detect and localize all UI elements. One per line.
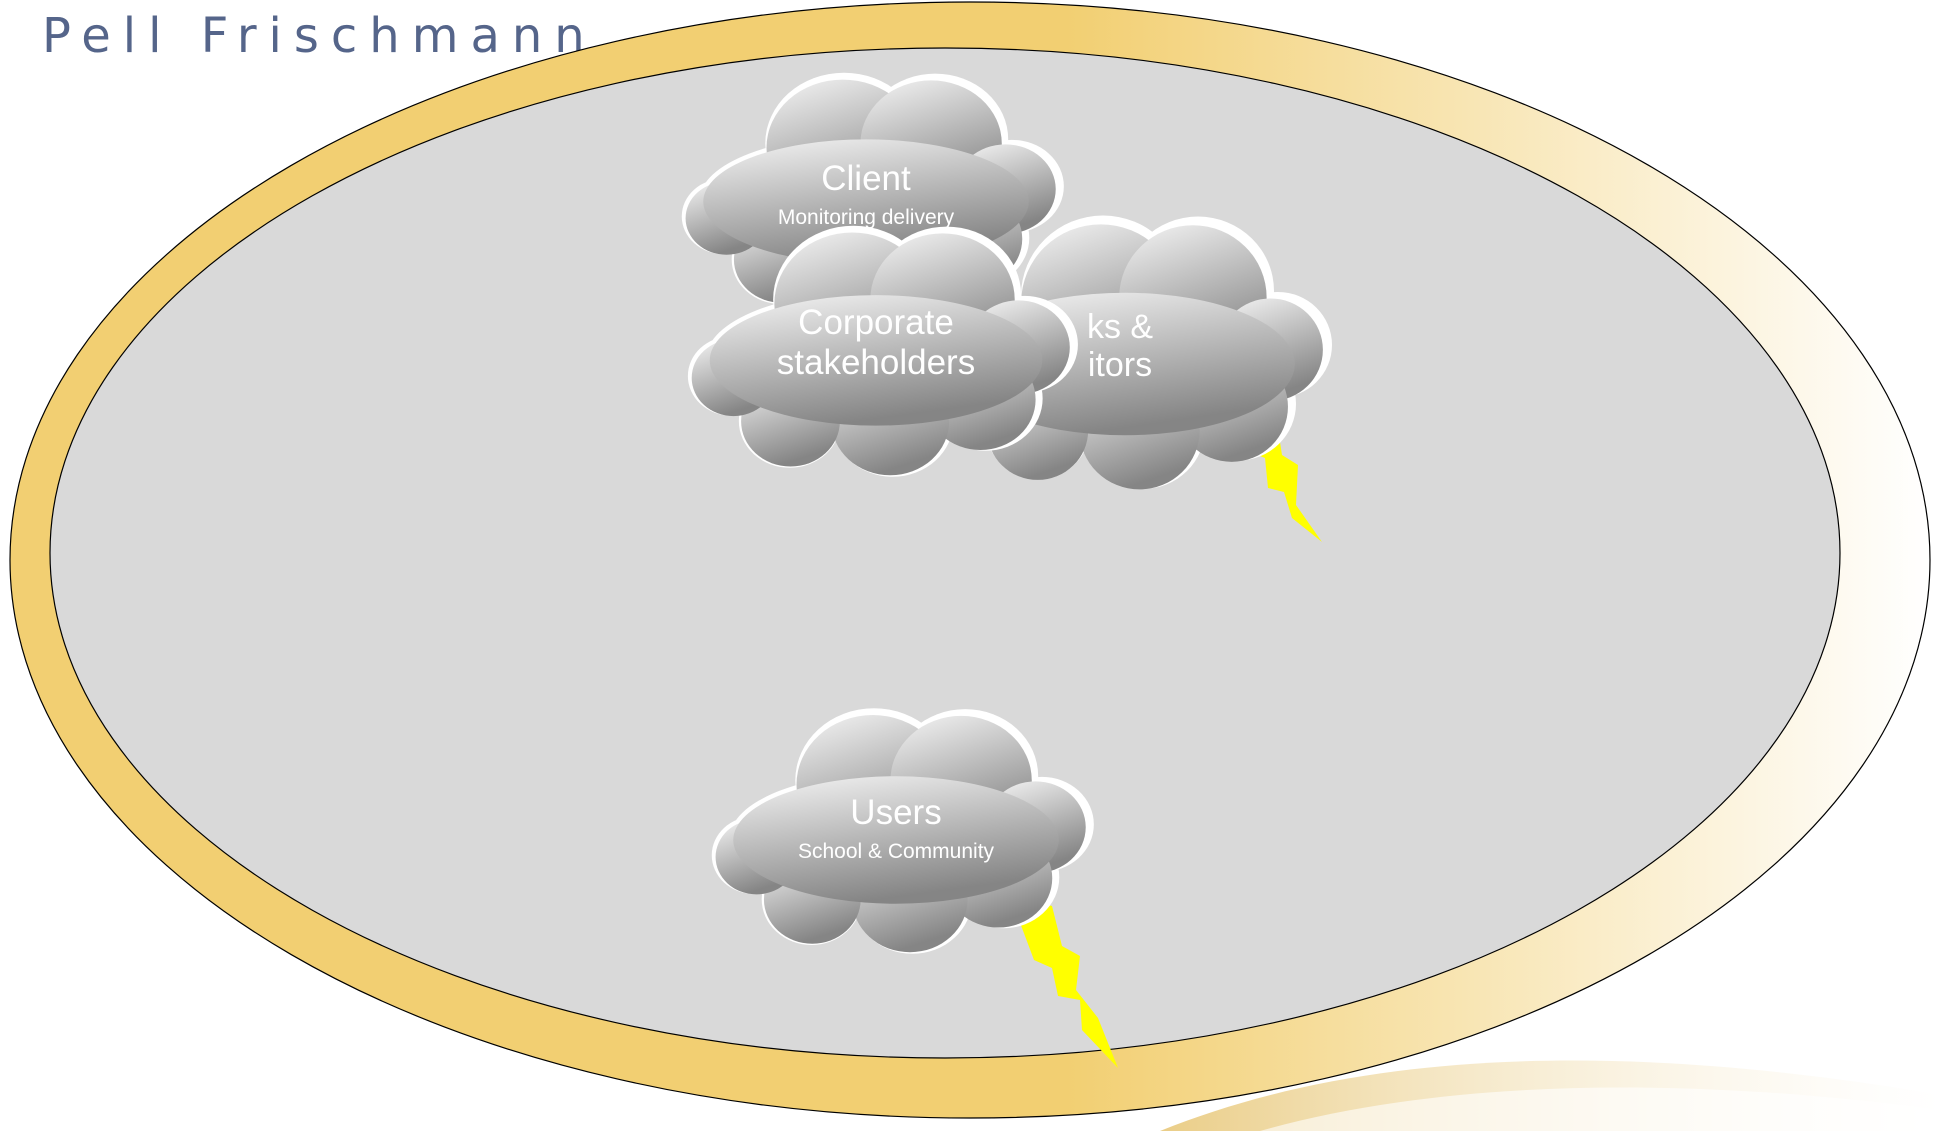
cloud-corporate-title-line1: Corporate xyxy=(798,303,954,342)
lightning-bolt-icon xyxy=(1010,896,1118,1068)
inner-field xyxy=(49,47,1841,1059)
cloud-users: Users School & Community xyxy=(711,708,1094,954)
cloud-client-subtitle: Monitoring delivery xyxy=(778,206,955,229)
cloud-users-subtitle: School & Community xyxy=(798,840,995,863)
cloud-client: Client Monitoring delivery xyxy=(681,72,1064,313)
brand-logo-text: Pell Frischmann xyxy=(42,8,597,64)
cloud-users-title: Users xyxy=(850,793,941,832)
cloud-banks-creditors: ks & itors xyxy=(934,215,1332,490)
cloud-banks-title-line2: itors xyxy=(1088,346,1152,384)
cloud-banks-title-line1: ks & xyxy=(1087,308,1153,346)
decorative-swoosh-highlight xyxy=(1260,1087,1941,1131)
cloud-corporate-title-line2: stakeholders xyxy=(777,343,975,382)
cloud-corporate-stakeholders: Corporate stakeholders xyxy=(687,225,1078,477)
cloud-client-title: Client xyxy=(821,159,911,198)
